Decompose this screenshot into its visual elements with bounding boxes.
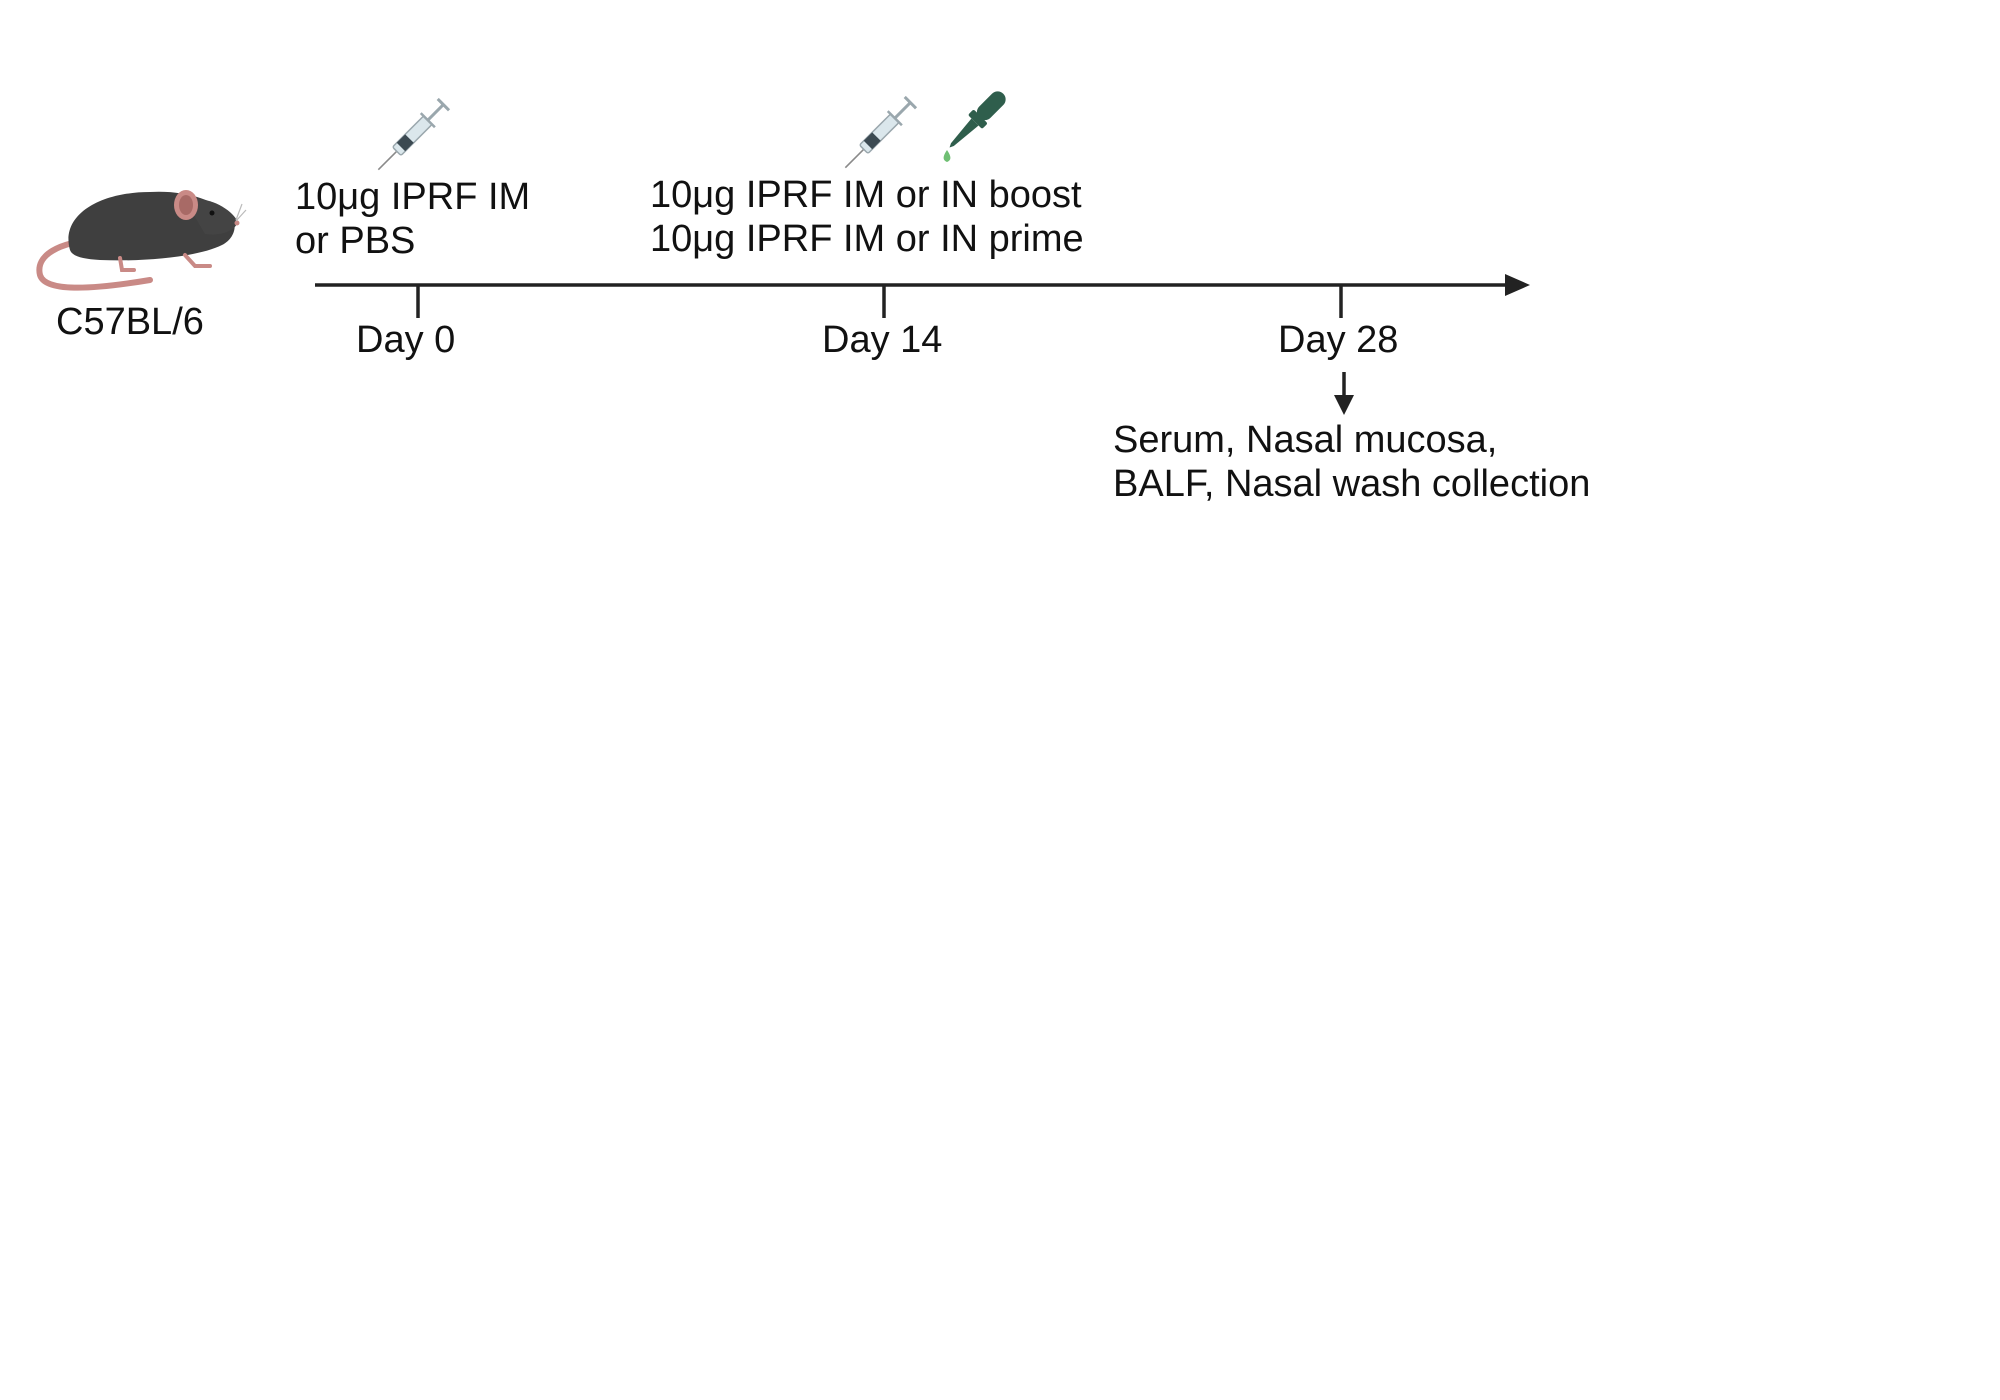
mouse-strain-label: C57BL/6 xyxy=(56,301,204,343)
dropper-icon xyxy=(949,91,1006,148)
collection-note-line-1: Serum, Nasal mucosa, xyxy=(1113,419,1498,461)
mouse-icon xyxy=(36,190,247,291)
day14-note-line-2: 10μg IPRF IM or IN prime xyxy=(650,218,1084,260)
collection-arrowhead xyxy=(1334,395,1354,415)
tick-label-day-14: Day 14 xyxy=(822,319,943,361)
collection-note-line-2: BALF, Nasal wash collection xyxy=(1113,463,1591,505)
day0-treatment-note: 10μg IPRF IM or PBS xyxy=(295,175,530,263)
day0-note-line-2: or PBS xyxy=(295,220,416,262)
sample-collection-note: Serum, Nasal mucosa, BALF, Nasal wash co… xyxy=(1113,418,1590,506)
day0-note-line-1: 10μg IPRF IM xyxy=(295,176,531,218)
day14-treatment-note: 10μg IPRF IM or IN boost 10μg IPRF IM or… xyxy=(650,173,1084,261)
syringe-icon xyxy=(844,95,918,169)
drop-icon xyxy=(943,150,951,162)
syringe-icon xyxy=(377,97,451,171)
tick-label-day-0: Day 0 xyxy=(356,319,456,361)
timeline-arrowhead xyxy=(1505,274,1530,296)
tick-label-day-28: Day 28 xyxy=(1278,319,1399,361)
day14-note-line-1: 10μg IPRF IM or IN boost xyxy=(650,174,1082,216)
